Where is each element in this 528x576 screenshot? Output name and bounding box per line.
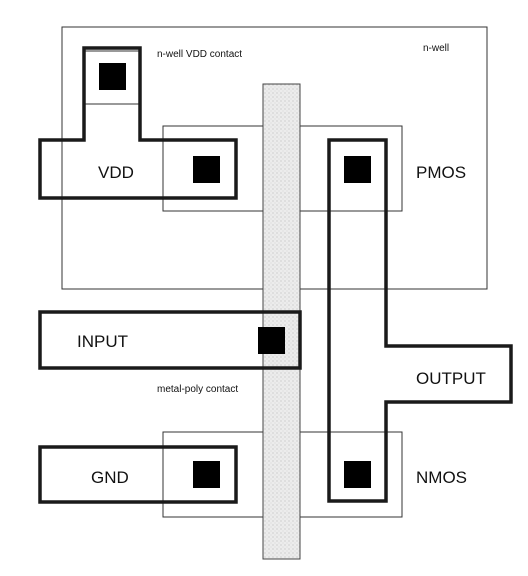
label-nmos: NMOS (416, 468, 467, 487)
poly-gate (262, 83, 301, 560)
label-input: INPUT (77, 332, 128, 351)
gnd-metal (38, 445, 238, 504)
label-vdd: VDD (98, 163, 134, 182)
pmos-output-contact (344, 156, 371, 183)
n-well-contact (99, 63, 126, 90)
label-nwell: n-well (423, 43, 449, 54)
vdd-metal (38, 46, 238, 200)
input-metal (38, 310, 302, 370)
label-gnd: GND (91, 468, 129, 487)
poly-contact (258, 327, 285, 354)
vdd-contact (193, 156, 220, 183)
output-metal (327, 138, 513, 503)
label-output: OUTPUT (416, 369, 486, 388)
label-nwell-contact: n-well VDD contact (157, 49, 242, 60)
gnd-contact (193, 461, 220, 488)
label-metal-poly-contact: metal-poly contact (157, 384, 238, 395)
label-pmos: PMOS (416, 163, 466, 182)
nmos-output-contact (344, 461, 371, 488)
